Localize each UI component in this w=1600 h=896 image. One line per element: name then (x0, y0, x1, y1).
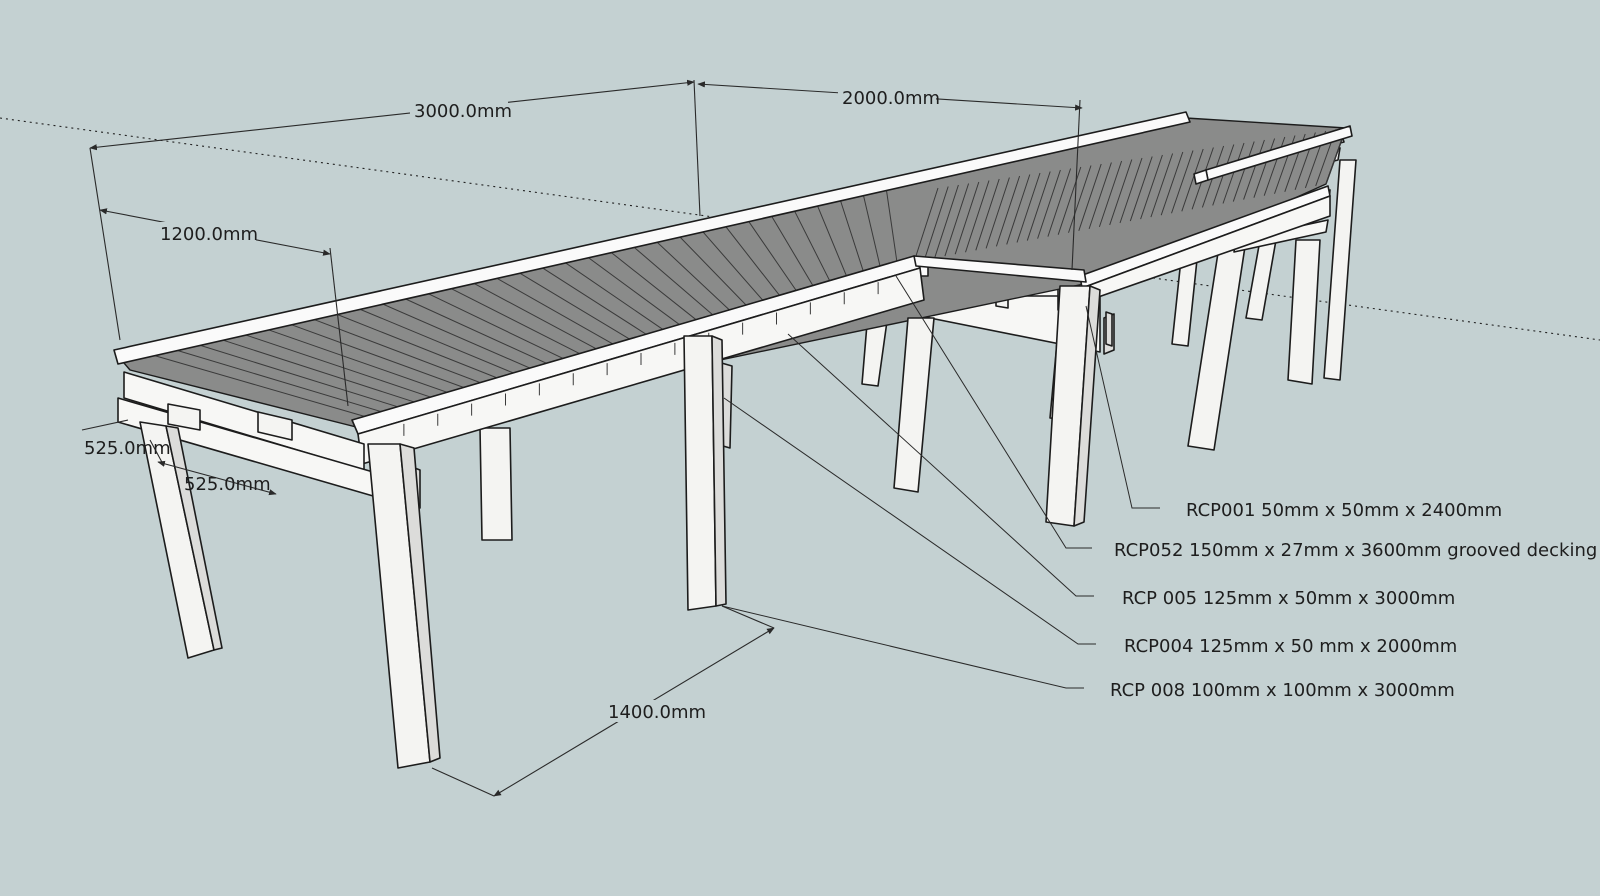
callout-rcp005: RCP 005 125mm x 50mm x 3000mm (1122, 588, 1455, 609)
decking-board-line (399, 295, 555, 368)
decking-boards (145, 127, 1347, 420)
decking-board-line (376, 301, 539, 373)
dim-2000-label: 2000.0mm (842, 88, 940, 109)
leader-rcp004 (723, 397, 1096, 645)
decking-board-line (1253, 138, 1276, 198)
decking-board-line (353, 306, 522, 377)
callout-rcp004: RCP004 125mm x 50 mm x 2000mm (1124, 636, 1457, 657)
decking-board-line (1129, 156, 1153, 222)
dim-525b-label: 525.0mm (184, 474, 271, 495)
decking-board-line (1037, 169, 1061, 239)
dim-1400-label: 1400.0mm (608, 702, 706, 723)
dim-525b-line (157, 460, 277, 496)
decking-board-line (1160, 151, 1184, 216)
decking-board-line (1181, 148, 1204, 212)
decking-board-line (1150, 153, 1174, 218)
decking-board-line (1232, 141, 1255, 202)
decking-board-line (746, 219, 800, 296)
decking-board-line (1016, 172, 1041, 243)
decking-board-line (985, 177, 1010, 249)
decking-board-line (1243, 139, 1265, 200)
decking-board-line (445, 285, 588, 358)
dim-1200-label: 1200.0mm (160, 224, 258, 245)
decking-board-line (723, 224, 784, 301)
decking-board-line (1222, 142, 1245, 204)
decking-board-line (283, 321, 473, 392)
decking-board-line (1057, 166, 1082, 235)
decking-board-line (469, 280, 604, 353)
callout-leaders (721, 275, 1160, 689)
decking-board-line (677, 234, 751, 310)
leader-rcp052 (895, 275, 1092, 549)
leader-rcp001 (1085, 305, 1160, 509)
decking-board-line (700, 229, 768, 306)
decking-board-line (168, 347, 391, 415)
decking-board-line (584, 254, 686, 330)
decking-board-line (191, 342, 408, 411)
decking-board-line (1078, 163, 1102, 231)
joist-ends (403, 282, 879, 436)
decking-board-line (862, 193, 882, 272)
leader-rcp005 (787, 333, 1094, 597)
callout-rcp052: RCP052 150mm x 27mm x 3600mm grooved dec… (1114, 540, 1597, 561)
decking-board-line (1026, 171, 1051, 241)
decking-board-line (538, 265, 653, 339)
decking-board-line (944, 183, 970, 257)
decking-board-line (769, 213, 817, 291)
decking-board-line (492, 275, 620, 349)
decking-board-line (954, 181, 980, 255)
decking-board-line (237, 331, 440, 401)
dim-525a-label: 525.0mm (84, 438, 171, 459)
decking-board-line (654, 239, 735, 315)
decking-board-line (1068, 165, 1092, 233)
component-callouts: RCP001 50mm x 50mm x 2400mm RCP052 150mm… (1110, 500, 1597, 701)
decking-board-line (145, 352, 375, 420)
leader-rcp008 (721, 605, 1084, 689)
decking-board-line (1098, 160, 1123, 228)
decking-board-line (214, 336, 424, 406)
decking-board-line (923, 186, 949, 261)
decking-board-line (422, 290, 571, 363)
decking-board-line (561, 259, 669, 334)
dim-3000-label: 3000.0mm (414, 101, 512, 122)
decking-board-line (1088, 162, 1112, 230)
main-deck (113, 111, 1353, 465)
decking-board-line (839, 198, 866, 277)
decking-board-line (631, 244, 719, 320)
dim-525a-line (81, 419, 129, 431)
decking-board-line (995, 175, 1021, 247)
decking-board-line (1119, 157, 1143, 224)
decking-board-line (965, 180, 990, 253)
decking-board-line (330, 311, 506, 382)
decking-board-line (1171, 150, 1194, 214)
decking-board-line (607, 249, 702, 325)
decking-board-line (307, 316, 490, 387)
dimension-labels: 3000.0mm 2000.0mm 1200.0mm 525.0mm 525.0… (84, 86, 940, 723)
decking-board-line (793, 208, 833, 287)
decking-board-line (816, 203, 850, 282)
callout-rcp001: RCP001 50mm x 50mm x 2400mm (1186, 500, 1502, 521)
decking-board-line (1109, 159, 1133, 226)
decking-board-line (885, 188, 899, 267)
decking-board-line (1047, 168, 1072, 237)
decking-board-line (975, 178, 1000, 251)
decking-board-line (515, 270, 637, 344)
callout-rcp008: RCP 008 100mm x 100mm x 3000mm (1110, 680, 1455, 701)
decking-board-line (934, 184, 959, 259)
decking-board-line (1006, 174, 1031, 245)
decking-board-line (1140, 154, 1163, 220)
decking-board-line (913, 187, 939, 263)
decking-board-line (260, 326, 457, 396)
dim-3000-line (89, 79, 695, 151)
